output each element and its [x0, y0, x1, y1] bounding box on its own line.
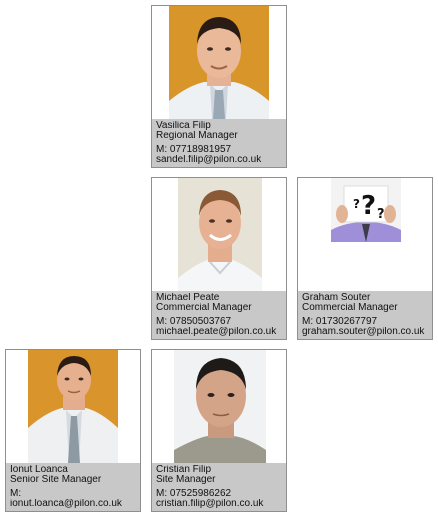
staff-title: Regional Manager: [156, 130, 238, 140]
staff-card-michael-peate[interactable]: Michael Peate Commercial Manager M: 0785…: [151, 177, 287, 340]
staff-title: Senior Site Manager: [10, 474, 102, 484]
staff-mobile: M: 07718981957: [156, 145, 232, 155]
svg-text:?: ?: [353, 197, 360, 211]
question-mark-placeholder-icon: ? ? ?: [298, 178, 432, 291]
svg-text:?: ?: [361, 191, 376, 221]
staff-name: Michael Peate: [156, 293, 220, 303]
staff-photo: [152, 350, 286, 463]
staff-name: Ionut Loanca: [10, 465, 68, 475]
person-photo-icon: [6, 350, 140, 463]
staff-card-cristian-filip[interactable]: Cristian Filip Site Manager M: 075259862…: [151, 349, 287, 512]
staff-photo: [6, 350, 140, 463]
staff-info-panel: Graham Souter Commercial Manager M: 0173…: [298, 291, 432, 339]
svg-text:?: ?: [377, 207, 385, 222]
staff-photo: [152, 6, 286, 119]
staff-card-vasilica-filip[interactable]: Vasilica Filip Regional Manager M: 07718…: [151, 5, 287, 168]
staff-name: Cristian Filip: [156, 465, 212, 475]
staff-info-panel: Ionut Loanca Senior Site Manager M: ionu…: [6, 463, 140, 511]
person-photo-icon: [152, 6, 286, 119]
staff-photo: [152, 178, 286, 291]
staff-card-graham-souter[interactable]: ? ? ? Graham Souter Commercial Manager M…: [297, 177, 433, 340]
staff-mobile: M: 07850503767: [156, 317, 232, 327]
staff-title: Commercial Manager: [156, 302, 252, 312]
staff-mobile: M: 07525986262: [156, 489, 232, 499]
staff-email-link[interactable]: cristian.filip@pilon.co.uk: [156, 498, 264, 508]
staff-info-panel: Vasilica Filip Regional Manager M: 07718…: [152, 119, 286, 167]
staff-email-link[interactable]: michael.peate@pilon.co.uk: [156, 326, 277, 336]
staff-email-link[interactable]: graham.souter@pilon.co.uk: [302, 326, 425, 336]
staff-photo: ? ? ?: [298, 178, 432, 291]
staff-name: Graham Souter: [302, 293, 371, 303]
staff-email-link[interactable]: ionut.loanca@pilon.co.uk: [10, 498, 122, 508]
staff-mobile: M: 01730267797: [302, 317, 378, 327]
staff-title: Site Manager: [156, 474, 216, 484]
staff-email-link[interactable]: sandel.filip@pilon.co.uk: [156, 154, 262, 164]
person-photo-icon: [152, 350, 286, 463]
person-photo-icon: [152, 178, 286, 291]
staff-title: Commercial Manager: [302, 302, 398, 312]
staff-card-ionut-loanca[interactable]: Ionut Loanca Senior Site Manager M: ionu…: [5, 349, 141, 512]
staff-info-panel: Cristian Filip Site Manager M: 075259862…: [152, 463, 286, 511]
staff-mobile: M:: [10, 489, 22, 499]
staff-info-panel: Michael Peate Commercial Manager M: 0785…: [152, 291, 286, 339]
staff-name: Vasilica Filip: [156, 121, 211, 131]
